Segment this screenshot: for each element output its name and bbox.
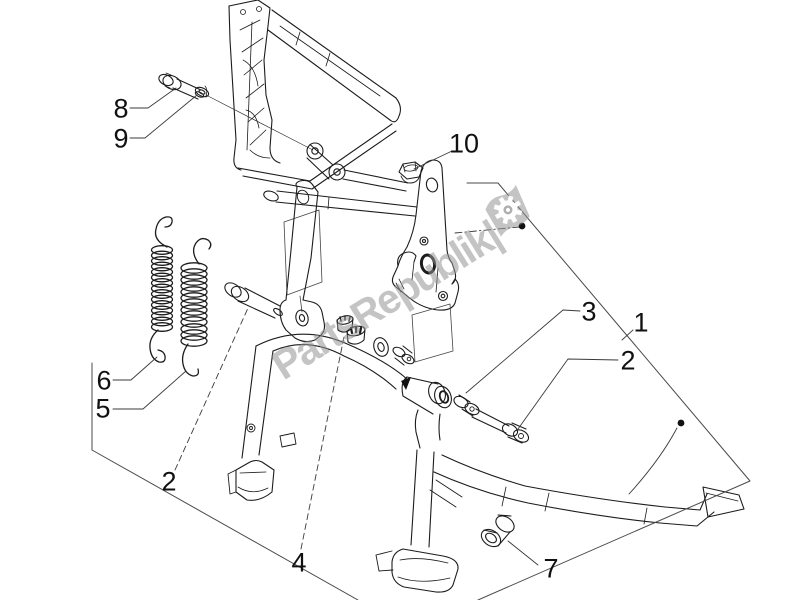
callout-1[interactable]: 1 bbox=[633, 307, 649, 338]
frame-section bbox=[228, 0, 402, 190]
callout-4[interactable]: 4 bbox=[291, 547, 307, 578]
callout-8[interactable]: 8 bbox=[113, 93, 129, 124]
callout-9[interactable]: 9 bbox=[113, 123, 129, 154]
spring-6 bbox=[149, 216, 174, 363]
assembly-boundary-lines bbox=[91, 182, 751, 600]
callout-2-left[interactable]: 2 bbox=[161, 466, 177, 497]
castle-nut-group bbox=[336, 315, 415, 366]
pivot-bolt-left bbox=[224, 282, 283, 319]
callout-3[interactable]: 3 bbox=[581, 296, 597, 327]
callout-leaders bbox=[112, 87, 619, 566]
callout-5[interactable]: 5 bbox=[95, 393, 111, 424]
spring-5 bbox=[180, 237, 212, 377]
washer-9 bbox=[194, 85, 210, 98]
nut-10 bbox=[398, 161, 424, 184]
pivot-rod bbox=[263, 190, 418, 217]
callout-7[interactable]: 7 bbox=[543, 553, 559, 584]
callout-2-right[interactable]: 2 bbox=[620, 345, 636, 376]
link-arm bbox=[306, 142, 409, 192]
callout-6[interactable]: 6 bbox=[96, 365, 112, 396]
rubber-buffer-7 bbox=[480, 514, 515, 548]
pivot-bracket bbox=[391, 159, 460, 311]
reference-dots bbox=[454, 222, 685, 495]
association-sheets bbox=[283, 209, 454, 363]
right-pivot-group bbox=[401, 376, 530, 444]
callout-10[interactable]: 10 bbox=[448, 128, 480, 159]
centre-stand bbox=[227, 333, 745, 593]
bolt-axis-line bbox=[205, 94, 314, 151]
